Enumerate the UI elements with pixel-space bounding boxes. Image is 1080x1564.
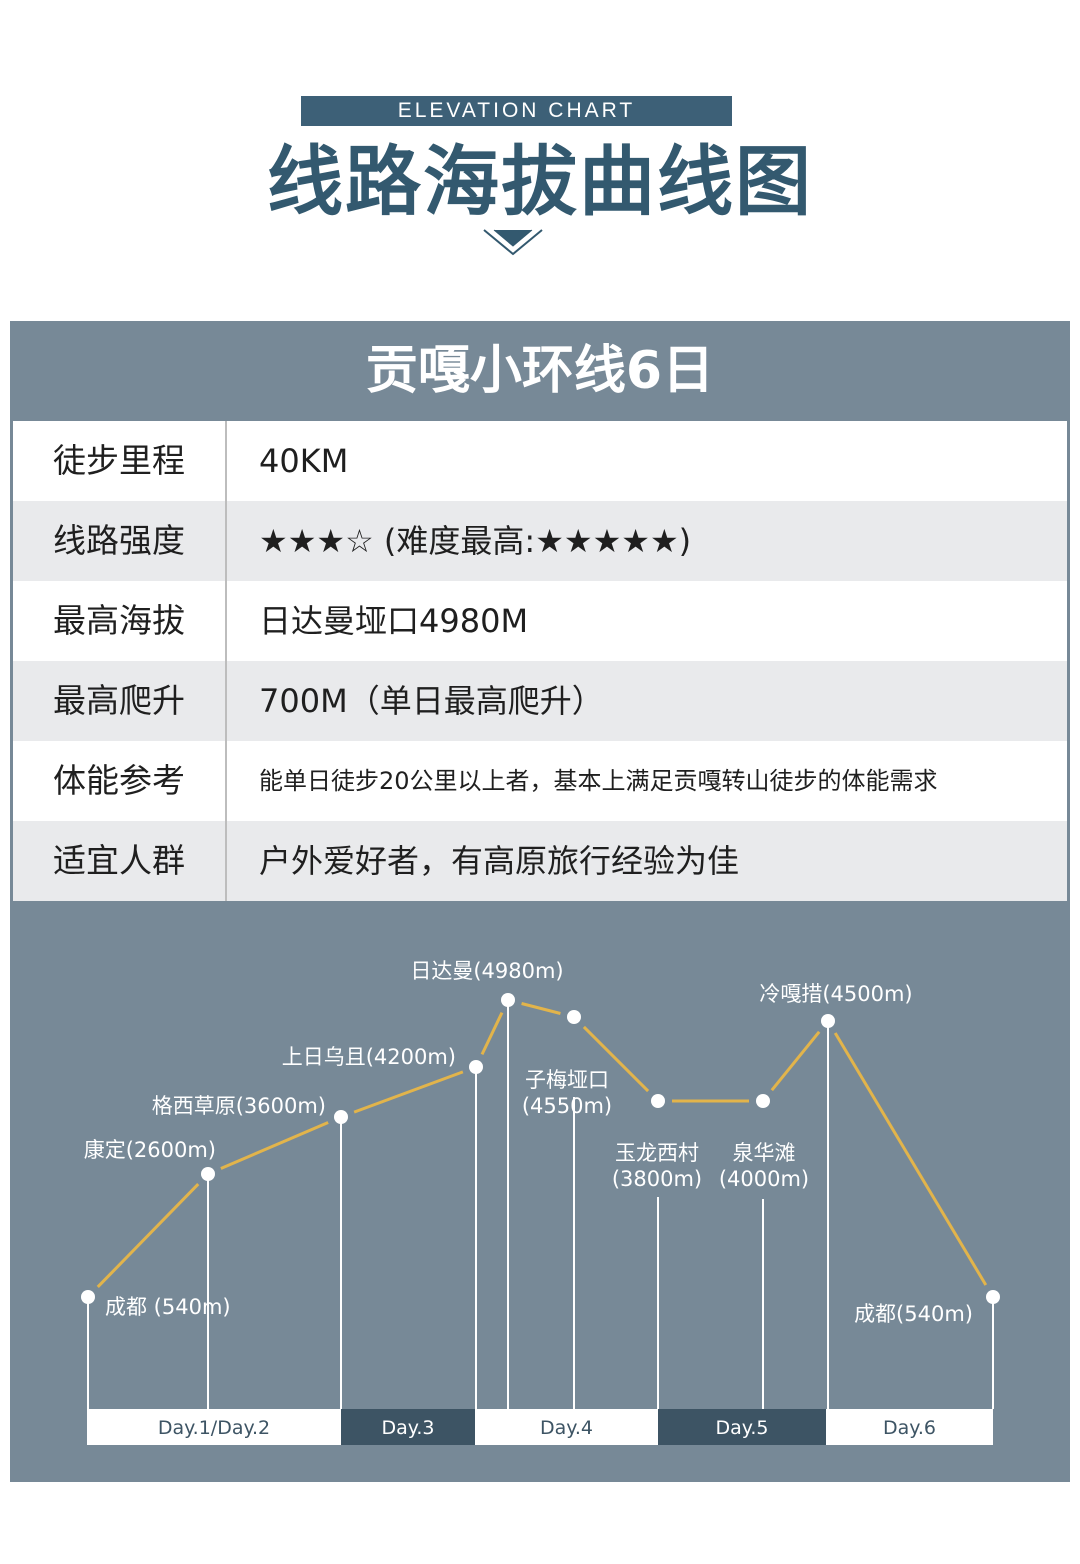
day-label: Day.3 bbox=[382, 1417, 435, 1439]
info-label: 体能参考 bbox=[13, 741, 227, 821]
day-label: Day.5 bbox=[716, 1417, 769, 1439]
elevation-segment bbox=[833, 1032, 988, 1286]
day-segment bbox=[475, 1409, 658, 1445]
info-label: 徒步里程 bbox=[13, 421, 227, 501]
info-label: 最高海拔 bbox=[13, 581, 227, 661]
info-value: 户外爱好者，有高原旅行经验为佳 bbox=[259, 842, 740, 880]
info-value: 40KM bbox=[259, 442, 349, 480]
elevation-point bbox=[651, 1094, 665, 1108]
elevation-point bbox=[986, 1290, 1000, 1304]
elevation-point bbox=[81, 1290, 95, 1304]
info-row-distance: 徒步里程 40KM bbox=[13, 421, 1067, 501]
elevation-chart-svg: Day.1/Day.2 Day.3 Day.4 Day.5 Day.6 成都 (540m)… bbox=[81, 959, 1000, 1445]
chevron-down-icon bbox=[483, 229, 543, 256]
elevation-segment bbox=[220, 1121, 329, 1170]
point-label: 子梅垭口 bbox=[525, 1068, 609, 1092]
point-label: 冷嘎措(4500m) bbox=[759, 982, 912, 1006]
point-label: (4000m) bbox=[719, 1167, 809, 1191]
day-segment bbox=[658, 1409, 826, 1445]
info-row-fitness: 体能参考 能单日徒步20公里以上者，基本上满足贡嘎转山徒步的体能需求 bbox=[13, 741, 1067, 821]
elevation-point bbox=[567, 1010, 581, 1024]
point-label: 玉龙西村 bbox=[615, 1141, 699, 1165]
elevation-segment bbox=[480, 1011, 504, 1056]
point-label: 泉华滩 bbox=[733, 1141, 796, 1165]
day-label: Day.6 bbox=[883, 1417, 936, 1439]
info-label: 最高爬升 bbox=[13, 661, 227, 741]
point-label: 上日乌且(4200m) bbox=[282, 1045, 456, 1069]
header-banner: ELEVATION CHART bbox=[301, 96, 732, 126]
point-label: 成都(540m) bbox=[854, 1302, 973, 1326]
elevation-point bbox=[201, 1167, 215, 1181]
day-label: Day.1/Day.2 bbox=[158, 1417, 270, 1439]
info-value: 日达曼垭口4980M bbox=[259, 602, 529, 640]
day-label: Day.4 bbox=[540, 1417, 593, 1439]
elevation-point bbox=[756, 1094, 770, 1108]
day-segment bbox=[826, 1409, 993, 1445]
day-segment bbox=[341, 1409, 475, 1445]
elevation-segment bbox=[770, 1030, 821, 1092]
info-label: 线路强度 bbox=[13, 501, 227, 581]
elevation-segment bbox=[96, 1182, 200, 1289]
route-panel: 贡嘎小环线6日 徒步里程 40KM 线路强度 ★★★☆ (难度最高:★★★★★)… bbox=[10, 321, 1070, 1482]
elevation-point bbox=[501, 993, 515, 1007]
elevation-chart: Day.1/Day.2 Day.3 Day.4 Day.5 Day.6 成都 (540m)… bbox=[10, 901, 1070, 1482]
info-row-max-climb: 最高爬升 700M（单日最高爬升） bbox=[13, 661, 1067, 741]
info-table: 徒步里程 40KM 线路强度 ★★★☆ (难度最高:★★★★★) 最高海拔 日达… bbox=[13, 421, 1067, 901]
elevation-point bbox=[334, 1110, 348, 1124]
elevation-segment bbox=[582, 1025, 650, 1093]
point-label: (4550m) bbox=[522, 1094, 612, 1118]
elevation-point bbox=[469, 1060, 483, 1074]
info-label: 适宜人群 bbox=[13, 821, 227, 901]
info-row-audience: 适宜人群 户外爱好者，有高原旅行经验为佳 bbox=[13, 821, 1067, 901]
info-row-max-altitude: 最高海拔 日达曼垭口4980M bbox=[13, 581, 1067, 661]
point-label: 日达曼(4980m) bbox=[410, 959, 563, 983]
point-label: 康定(2600m) bbox=[84, 1138, 216, 1162]
elevation-segment bbox=[353, 1070, 464, 1114]
day-segment bbox=[87, 1409, 341, 1445]
point-label: 成都 (540m) bbox=[105, 1295, 231, 1319]
point-label: 格西草原(3600m) bbox=[152, 1094, 326, 1118]
info-row-difficulty: 线路强度 ★★★☆ (难度最高:★★★★★) bbox=[13, 501, 1067, 581]
route-title: 贡嘎小环线6日 bbox=[365, 341, 715, 401]
point-label: (3800m) bbox=[612, 1167, 702, 1191]
page-title: 线路海拔曲线图 bbox=[267, 137, 813, 226]
info-value: ★★★☆ (难度最高:★★★★★) bbox=[259, 522, 692, 560]
info-value: 能单日徒步20公里以上者，基本上满足贡嘎转山徒步的体能需求 bbox=[259, 767, 938, 795]
elevation-point bbox=[821, 1014, 835, 1028]
info-value: 700M（单日最高爬升） bbox=[259, 682, 604, 720]
elevation-segment bbox=[521, 1002, 561, 1015]
